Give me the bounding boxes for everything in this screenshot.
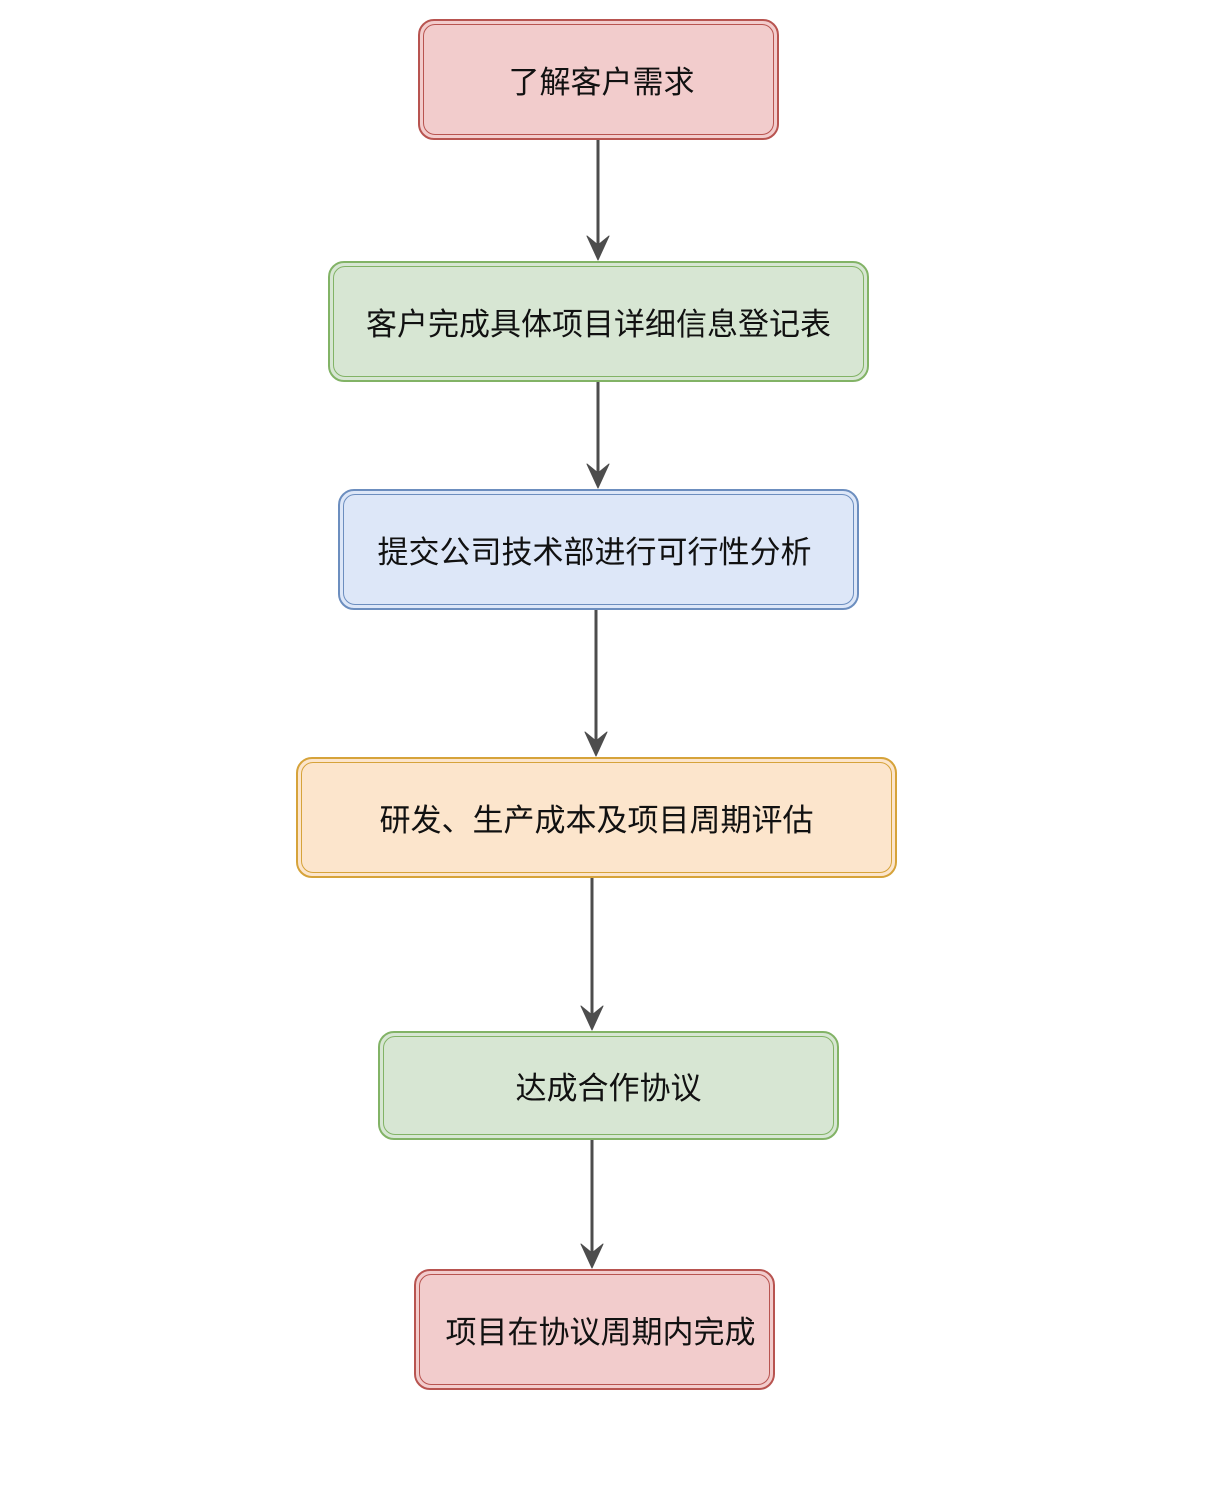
edge-arrowhead: [584, 731, 608, 757]
node-understand-needs: 了解客户需求: [418, 19, 779, 140]
node-cost-evaluation: 研发、生产成本及项目周期评估: [296, 757, 897, 878]
node-label: 项目在协议周期内完成: [445, 1315, 756, 1351]
edge-arrowhead: [580, 1243, 604, 1269]
node-completion: 项目在协议周期内完成: [414, 1269, 775, 1390]
node-registration-form: 客户完成具体项目详细信息登记表: [328, 261, 869, 382]
node-label: 提交公司技术部进行可行性分析: [377, 535, 812, 571]
node-feasibility-analysis: 提交公司技术部进行可行性分析: [338, 489, 859, 610]
edge-arrowhead: [586, 463, 610, 489]
node-agreement: 达成合作协议: [378, 1031, 839, 1140]
node-label: 客户完成具体项目详细信息登记表: [366, 307, 831, 343]
node-label: 研发、生产成本及项目周期评估: [379, 803, 814, 839]
edge-arrowhead: [586, 235, 610, 261]
edge-arrowhead: [580, 1005, 604, 1031]
node-label: 达成合作协议: [515, 1071, 702, 1107]
node-label: 了解客户需求: [508, 65, 695, 101]
